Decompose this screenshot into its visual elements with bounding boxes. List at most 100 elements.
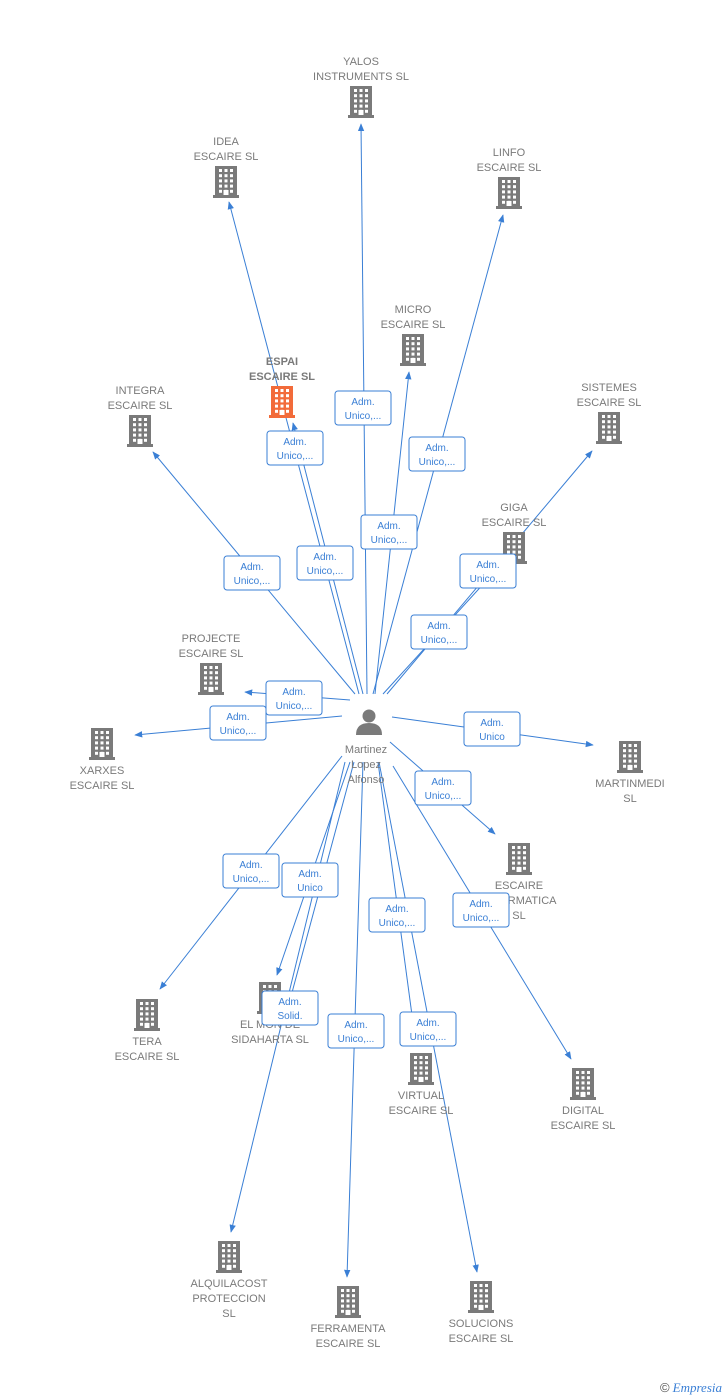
edge-label-ferramenta[interactable]: Adm.Unico,... [327, 1013, 385, 1049]
company-label: ESCAIRE SL [577, 397, 642, 409]
company-label: ESCAIRE SL [108, 400, 173, 412]
edge-label-text: Adm. [240, 562, 263, 573]
company-node-projecte[interactable]: PROJECTE ESCAIRE SL [179, 633, 244, 695]
edge-label-sistemes[interactable]: Adm. Unico,... [459, 553, 517, 589]
company-label: SISTEMES [581, 382, 637, 394]
edge-label-text: Adm. [313, 552, 336, 563]
building-icon [348, 86, 374, 118]
edge-label-text: Unico,... [421, 635, 458, 646]
edge-labels-layer: Adm. Unico,... Adm. Unico,... Adm. Unico,... A… [209, 390, 521, 1049]
edge-label-text: Unico,... [410, 1032, 447, 1043]
company-label: ALQUILACOST [190, 1278, 267, 1290]
edge-label-elmon[interactable]: Adm. Solid. [261, 990, 319, 1026]
edge-label-virtual[interactable]: Adm. Unico,... [368, 897, 426, 933]
edge-label-text: Adm. [469, 899, 492, 910]
edge-label-martinmedi[interactable]: Adm.Unico [463, 711, 521, 747]
copyright-icon: © [660, 1380, 670, 1395]
edge-label-informatica[interactable]: Adm.Unico,... [414, 770, 472, 806]
company-label: ESCAIRE SL [249, 371, 315, 383]
company-node-espai[interactable]: ESPAI ESCAIRE SL [249, 356, 315, 418]
edge-label-tera[interactable]: Adm. Unico,... [222, 853, 280, 889]
edge-label-text: Unico,... [470, 574, 507, 585]
building-icon [506, 843, 532, 875]
company-label: SL [222, 1308, 235, 1320]
company-label: INSTRUMENTS SL [313, 71, 409, 83]
company-node-sistemes[interactable]: SISTEMES ESCAIRE SL [577, 382, 642, 444]
building-icon [335, 1286, 361, 1318]
company-label: ESPAI [266, 356, 298, 368]
person-icon [356, 709, 382, 735]
edge-label-text: Solid. [277, 1011, 302, 1022]
edge-label-text: Unico,... [220, 726, 257, 737]
edge-label-elmon[interactable]: Adm.Unico [281, 862, 339, 898]
edge-label-integra[interactable]: Adm.Unico,... [223, 555, 281, 591]
edge-label-text: Unico,... [338, 1034, 375, 1045]
company-label: ESCAIRE SL [70, 780, 135, 792]
company-label: ESCAIRE SL [482, 517, 547, 529]
company-label: TERA [132, 1036, 162, 1048]
company-label: ESCAIRE SL [179, 648, 244, 660]
building-icon [127, 415, 153, 447]
company-label: DIGITAL [562, 1105, 604, 1117]
edge-label-text: Unico,... [419, 457, 456, 468]
person-label: Martinez [345, 744, 387, 756]
company-label: LINFO [493, 147, 526, 159]
edge-label-text: Adm. [282, 687, 305, 698]
company-label: PROTECCION [192, 1293, 265, 1305]
company-label: SL [512, 910, 525, 922]
edge-label-text: Unico,... [463, 913, 500, 924]
edge-label-text: Unico,... [379, 918, 416, 929]
edge-label-text: Unico,... [233, 874, 270, 885]
building-icon [596, 412, 622, 444]
edge-label-yalos[interactable]: Adm.Unico,... [334, 390, 392, 426]
edge-label-text: Unico,... [425, 791, 462, 802]
building-icon [269, 386, 295, 418]
company-node-alquilacost[interactable]: ALQUILACOST PROTECCION SL [190, 1241, 268, 1320]
person-label: Alfonso [348, 774, 385, 786]
edge-label-text: Adm. [377, 521, 400, 532]
edge-label-text: Adm. [427, 621, 450, 632]
edge-label-solucions[interactable]: Adm.Unico,... [399, 1011, 457, 1047]
building-icon [468, 1281, 494, 1313]
edge-label-text: Adm. [283, 437, 306, 448]
building-icon [570, 1068, 596, 1100]
company-label: XARXES [80, 765, 125, 777]
edge-label-micro[interactable]: Adm.Unico,... [360, 514, 418, 550]
edge-label-linfo[interactable]: Adm. Unico,... [408, 436, 466, 472]
company-label: ESCAIRE [495, 880, 543, 892]
company-label: ESCAIRE SL [449, 1333, 514, 1345]
company-label: MARTINMEDI [595, 778, 664, 790]
edge-label-text: Adm. [425, 443, 448, 454]
edge-label-espai[interactable]: Adm.Unico,... [296, 545, 354, 581]
edge-label-text: Adm. [476, 560, 499, 571]
edge-label-text: Unico,... [276, 701, 313, 712]
edge-label-giga[interactable]: Adm. Unico,... [410, 614, 468, 650]
company-label: PROJECTE [182, 633, 241, 645]
person-label: Lopez [351, 759, 381, 771]
edge-label-idea[interactable]: Adm. Unico,... [266, 430, 324, 466]
edge-label-text: Adm. [385, 904, 408, 915]
watermark-text: Empresia [672, 1380, 722, 1395]
edge-label-xarxes[interactable]: Adm.Unico,... [209, 705, 267, 741]
company-node-xarxes[interactable]: XARXES ESCAIRE SL [70, 728, 135, 792]
building-icon [89, 728, 115, 760]
edge-label-text: Unico,... [277, 451, 314, 462]
edge-label-digital[interactable]: Adm. Unico,... [452, 892, 510, 928]
edge-label-projecte[interactable]: Adm. Unico,... [265, 680, 323, 716]
edge-label-text: Adm. [278, 997, 301, 1008]
edge-label-text: Adm. [239, 860, 262, 871]
